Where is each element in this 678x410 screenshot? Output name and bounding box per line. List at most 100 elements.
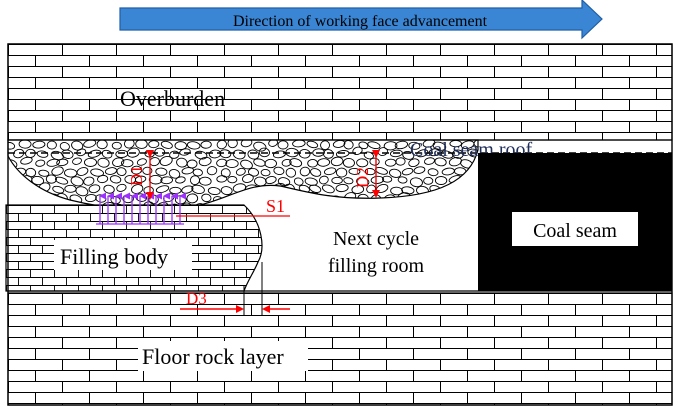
gravel-pebble bbox=[285, 167, 297, 178]
gravel-pebble bbox=[46, 140, 57, 150]
gravel-pebble bbox=[104, 167, 118, 175]
gravel-pebble bbox=[111, 141, 122, 150]
gravel-pebble bbox=[76, 167, 89, 176]
diagram-frame bbox=[7, 43, 673, 406]
gravel-pebble bbox=[408, 141, 421, 150]
gravel-pebble bbox=[19, 194, 33, 205]
gravel-pebble bbox=[426, 203, 439, 211]
filling-body-label-box bbox=[54, 240, 192, 270]
gravel-pebble bbox=[395, 157, 406, 166]
gravel-pebble bbox=[201, 193, 212, 203]
gravel-pebble bbox=[394, 140, 409, 150]
gravel-pebble bbox=[70, 176, 84, 187]
gravel-pebble bbox=[322, 149, 334, 159]
gravel-pebble bbox=[13, 148, 25, 159]
gravel-pebble bbox=[46, 158, 61, 167]
gravel-pebble bbox=[174, 141, 188, 151]
gravel-pebble bbox=[383, 141, 398, 151]
floor-rock-layer bbox=[7, 292, 673, 406]
gravel-pebble bbox=[97, 174, 109, 184]
gravel-pebble bbox=[181, 185, 194, 194]
gravel-pebble bbox=[265, 176, 277, 185]
floor-label-box bbox=[138, 341, 308, 371]
gravel-pebble bbox=[432, 141, 447, 151]
gravel-pebble bbox=[169, 150, 180, 159]
gravel-pebble bbox=[83, 157, 98, 167]
gravel-pebble bbox=[467, 148, 478, 158]
gravel-pebble bbox=[253, 193, 266, 204]
gravel-pebble bbox=[420, 195, 435, 204]
gravel-pebble bbox=[462, 177, 474, 185]
gravel-pebble bbox=[358, 141, 369, 150]
gravel-pebble bbox=[116, 167, 127, 176]
gravel-pebble bbox=[220, 186, 233, 196]
gravel-pebble bbox=[434, 176, 448, 185]
gravel-pebble bbox=[330, 156, 344, 167]
gravel-pebble bbox=[348, 167, 361, 175]
gravel-pebble bbox=[186, 141, 201, 150]
gravel-pebble bbox=[247, 149, 260, 160]
gravel-pebble bbox=[414, 203, 426, 211]
gravel-pebble bbox=[401, 167, 414, 176]
coal-seam-label-box bbox=[512, 212, 638, 246]
gravel-pebble bbox=[277, 177, 291, 187]
gravel-pebble bbox=[473, 140, 478, 148]
gravel-pebble bbox=[446, 193, 460, 203]
gravel-pebble bbox=[226, 194, 241, 205]
gravel-pebble bbox=[200, 140, 212, 149]
gravel-pebble bbox=[235, 167, 246, 176]
gravel-pebble bbox=[320, 140, 330, 151]
d2-label: D2 bbox=[353, 167, 372, 188]
support-stress-arrows bbox=[96, 192, 186, 225]
gravel-pebble bbox=[8, 193, 17, 202]
gravel-pebble bbox=[76, 148, 87, 157]
gravel-pebble bbox=[130, 165, 142, 175]
s1-annotation: S1 bbox=[176, 196, 290, 217]
gravel-pebble bbox=[335, 201, 347, 211]
gravel-pebble bbox=[242, 173, 254, 183]
gravel-pebble bbox=[402, 150, 415, 160]
gravel-pebble bbox=[312, 148, 325, 157]
gravel-pebble bbox=[416, 149, 429, 158]
gravel-pebble bbox=[59, 142, 70, 151]
gravel-pebble bbox=[88, 184, 101, 194]
gravel-pebble bbox=[424, 157, 435, 165]
gravel-pebble bbox=[38, 169, 50, 177]
gravel-pebble bbox=[401, 202, 412, 211]
gravel-pebble bbox=[71, 140, 84, 151]
gravel-pebble bbox=[120, 159, 134, 168]
gravel-pebble bbox=[318, 175, 329, 185]
gravel-pebble bbox=[45, 174, 57, 184]
gravel-pebble bbox=[258, 147, 270, 158]
gravel-pebble bbox=[116, 183, 127, 192]
gravel-pebble bbox=[97, 157, 110, 168]
d3-annotation: D3 bbox=[180, 262, 290, 316]
gravel-pebble bbox=[324, 202, 336, 211]
gravel-pebble bbox=[259, 186, 273, 195]
gravel-pebble bbox=[331, 176, 343, 185]
gravel-pebble bbox=[465, 184, 478, 194]
gravel-pebble bbox=[281, 158, 292, 167]
gravel-pebble bbox=[356, 177, 370, 187]
gravel-pebble bbox=[335, 150, 350, 158]
d1-annotation: D1 bbox=[127, 150, 154, 200]
gravel-pebble bbox=[273, 166, 285, 175]
gravel-pebble bbox=[18, 140, 32, 149]
coal-seam-label: Coal seam bbox=[533, 220, 617, 242]
gravel-pebble bbox=[264, 158, 277, 169]
gravel-pebble bbox=[317, 158, 331, 167]
gravel-pebble bbox=[216, 175, 228, 183]
gravel-pebble bbox=[389, 203, 401, 211]
gravel-pebble bbox=[198, 176, 212, 186]
gravel-pebble bbox=[20, 156, 33, 165]
gravel-pebble bbox=[159, 155, 173, 166]
gravel-pebble bbox=[90, 168, 104, 177]
gravel-pebble bbox=[285, 204, 299, 211]
gravel-pebble bbox=[460, 195, 473, 204]
overburden-strata bbox=[7, 43, 673, 141]
gravel-pebble bbox=[112, 157, 125, 167]
gravel-pebble bbox=[448, 157, 462, 167]
gravel-pebble bbox=[225, 159, 239, 169]
gravel-pebble bbox=[375, 202, 387, 211]
gravel-pebble bbox=[389, 168, 402, 178]
